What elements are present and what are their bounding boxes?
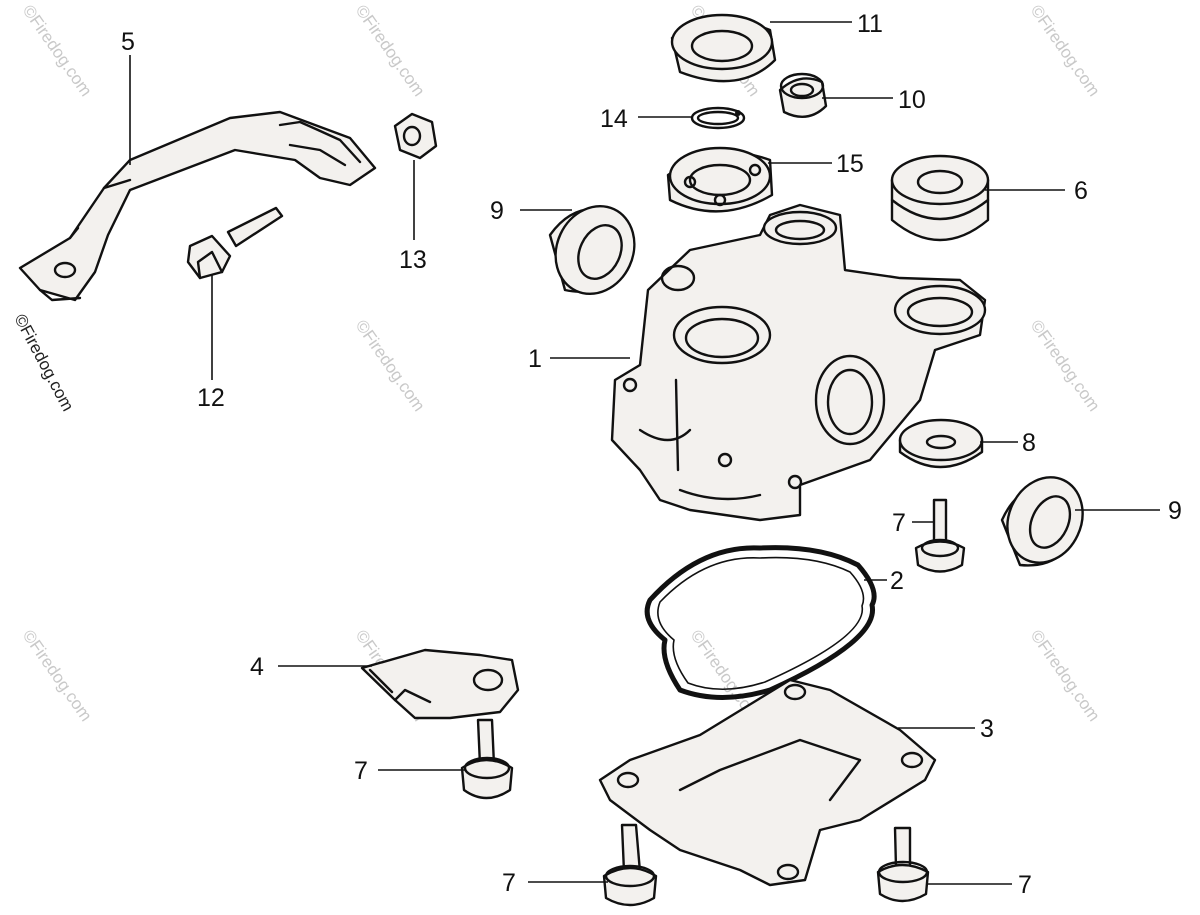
watermark: ©Firedog.com	[1027, 1, 1104, 100]
part-15-bearing	[666, 146, 774, 213]
callout-13: 13	[399, 246, 427, 274]
part-7-bolt-bottom-right	[876, 826, 930, 903]
watermark: ©Firedog.com	[352, 1, 429, 100]
watermark: ©Firedog.com	[19, 1, 96, 100]
callout-7-left: 7	[354, 757, 368, 785]
part-14-circlip	[690, 106, 746, 130]
part-3-cover	[598, 678, 937, 887]
callout-8: 8	[1022, 429, 1036, 457]
callout-1: 1	[528, 345, 542, 373]
part-1-housing	[610, 203, 987, 522]
callout-15: 15	[836, 150, 864, 178]
side-watermark: ©Firedog.com	[10, 311, 77, 414]
callout-10: 10	[898, 86, 926, 114]
watermark: ©Firedog.com	[1027, 626, 1104, 725]
callout-14: 14	[600, 105, 628, 133]
callout-7-upper: 7	[892, 509, 906, 537]
part-10-collar	[778, 72, 828, 118]
part-7-bolt-bottom-left	[602, 823, 658, 907]
part-12-bolt	[186, 206, 284, 280]
callout-7-bottom-left: 7	[502, 869, 516, 897]
callout-9-right: 9	[1168, 497, 1182, 525]
callout-12: 12	[197, 384, 225, 412]
part-4-bracket	[360, 648, 520, 720]
callout-2: 2	[890, 567, 904, 595]
callout-7-bottom-right: 7	[1018, 871, 1032, 899]
leader-lines	[129, 21, 1160, 885]
watermark: ©Firedog.com	[19, 626, 96, 725]
callouts: 5 12 13 11 10 14 15 9 6 1 8 9 7 2 4 3 7 …	[121, 10, 1182, 899]
watermark-layer: ©Firedog.com ©Firedog.com ©Firedog.com ©…	[10, 1, 1103, 725]
part-6-bushing	[890, 154, 990, 242]
callout-4: 4	[250, 653, 264, 681]
part-8-washer	[898, 418, 984, 469]
callout-5: 5	[121, 28, 135, 56]
part-7-bolt-upper	[914, 498, 966, 573]
part-9-seal-right	[1000, 476, 1084, 567]
part-13-nut	[393, 112, 438, 160]
callout-3: 3	[980, 715, 994, 743]
callout-6: 6	[1074, 177, 1088, 205]
callout-11: 11	[857, 10, 883, 38]
callout-9-left: 9	[490, 197, 504, 225]
watermark: ©Firedog.com	[352, 316, 429, 415]
part-11-seal	[670, 13, 777, 83]
part-5-bracket	[18, 110, 377, 302]
part-7-bolt-left	[460, 718, 514, 800]
part-2-gasket	[644, 545, 877, 700]
part-9-seal-left	[548, 204, 636, 296]
watermark: ©Firedog.com	[1027, 316, 1104, 415]
